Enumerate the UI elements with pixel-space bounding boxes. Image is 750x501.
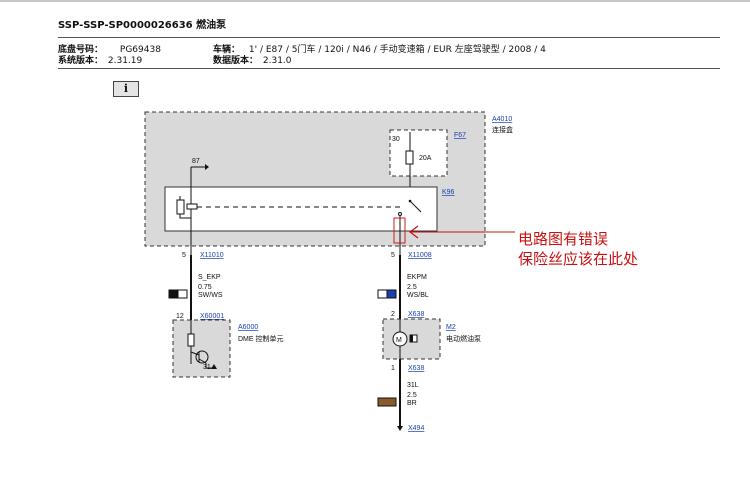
ground-wire-size: 2.5 xyxy=(407,392,417,399)
m2-connector-bottom[interactable]: X638 xyxy=(408,365,424,372)
info-button[interactable]: i xyxy=(113,81,139,97)
header-divider-top xyxy=(58,37,720,38)
pump-symbol-fill xyxy=(410,335,413,342)
header-divider-bottom xyxy=(58,68,720,69)
transistor-icon xyxy=(195,350,209,364)
resistor-icon xyxy=(187,333,195,347)
relay-outline xyxy=(164,186,438,232)
left-branch: 5 X11010 S_EKP 0.75 SW/WS 12 X60001 A600… xyxy=(168,252,284,378)
relay-coil-icon xyxy=(176,199,185,215)
ws-swatch-right xyxy=(377,289,388,299)
system-label: 系统版本： xyxy=(58,56,104,66)
fuse-icon xyxy=(405,150,414,165)
data-version: 数据版本： 2.31.0 xyxy=(213,53,292,66)
switch-node-icon xyxy=(408,199,412,203)
ground-connector[interactable]: X494 xyxy=(408,425,424,432)
annotation-line-1: 电路图有错误 xyxy=(518,230,608,248)
vehicle-label: 车辆： xyxy=(213,45,241,55)
fuse-missing-highlight xyxy=(393,217,406,244)
ws-swatch xyxy=(177,289,188,299)
top-border xyxy=(0,0,750,2)
left-wire-name: S_EKP xyxy=(198,274,221,281)
chassis-value: PG69438 xyxy=(119,45,161,55)
fuse-rating: 20A xyxy=(419,155,432,162)
motor-symbol-text: M xyxy=(396,337,402,344)
m2-pin-bottom: 1 xyxy=(391,365,395,372)
right-wire-color: WS/BL xyxy=(407,292,429,299)
left-pin-top: 5 xyxy=(182,252,186,259)
arrow-right-icon xyxy=(205,164,209,170)
left-wire-color: SW/WS xyxy=(198,292,223,299)
data-value: 2.31.0 xyxy=(262,56,292,66)
transistor-leads-icon xyxy=(190,351,207,364)
relay-switch-icon xyxy=(409,200,422,213)
br-swatch xyxy=(377,397,397,407)
right-pin-top: 5 xyxy=(391,252,395,259)
annotation-line-2: 保险丝应该在此处 xyxy=(518,250,638,268)
vehicle-info: 车辆： 1' / E87 / 5门车 / 120i / N46 / 手动变速箱 … xyxy=(213,42,546,55)
relay-coil-wire xyxy=(179,196,191,219)
error-annotation: 电路图有错误 保险丝应该在此处 xyxy=(409,225,638,268)
arrow-down-icon xyxy=(397,426,403,431)
fuse-outline xyxy=(389,129,448,177)
right-branch: 5 X11008 EKPM 2.5 WS/BL 2 X638 M2 电动燃油泵 … xyxy=(377,252,481,432)
sw-swatch xyxy=(168,289,179,299)
relay-id[interactable]: K96 xyxy=(442,189,455,196)
left-connector-top[interactable]: X11010 xyxy=(200,252,224,259)
left-wire-size: 0.75 xyxy=(198,284,212,291)
relay-contact-icon xyxy=(186,203,198,210)
page-title: SSP-SSP-SP0000026636 燃油泵 xyxy=(58,20,227,31)
right-connector-top[interactable]: X11008 xyxy=(408,252,432,259)
motor-icon xyxy=(392,331,408,347)
junction-box-name: 连接盒 xyxy=(492,125,513,134)
m2-pin-top: 2 xyxy=(391,311,395,318)
ground-wire-name: 31L xyxy=(407,382,419,389)
chassis-label: 底盘号码： xyxy=(58,45,104,55)
dme-module-outline xyxy=(172,319,231,378)
vehicle-value: 1' / E87 / 5门车 / 120i / N46 / 手动变速箱 / EU… xyxy=(248,45,546,55)
relay-pin-label: 87 xyxy=(192,158,200,165)
right-wire-size: 2.5 xyxy=(407,284,417,291)
annotation-arrow-icon xyxy=(409,225,419,239)
dme-module-name: DME 控制单元 xyxy=(238,334,284,343)
right-wire-name: EKPM xyxy=(407,274,427,281)
fuel-pump-name: 电动燃油泵 xyxy=(446,334,481,343)
m2-connector-top[interactable]: X638 xyxy=(408,311,424,318)
data-label: 数据版本： xyxy=(213,56,259,66)
arrow-up-icon xyxy=(211,364,217,369)
relay-block: K96 87 xyxy=(164,158,455,255)
system-version: 系统版本： 2.31.19 xyxy=(58,53,142,66)
left-pin-bottom: 12 xyxy=(176,313,184,320)
dme-module-id[interactable]: A6000 xyxy=(238,324,258,331)
chassis-number: 底盘号码： PG69438 xyxy=(58,42,161,55)
ground-wire-icon xyxy=(205,363,214,369)
bl-swatch xyxy=(386,289,397,299)
dme-ground-pin: 31 xyxy=(203,364,211,371)
left-connector-bottom[interactable]: X60001 xyxy=(200,313,224,320)
junction-box-id[interactable]: A4010 xyxy=(492,116,512,123)
ground-wire-color: BR xyxy=(407,400,417,407)
fuse-pin-label: 30 xyxy=(392,136,400,143)
fuse-id[interactable]: F67 xyxy=(454,132,466,139)
system-value: 2.31.19 xyxy=(107,56,143,66)
switch-contact-icon xyxy=(398,212,402,216)
fuel-pump-id[interactable]: M2 xyxy=(446,324,456,331)
